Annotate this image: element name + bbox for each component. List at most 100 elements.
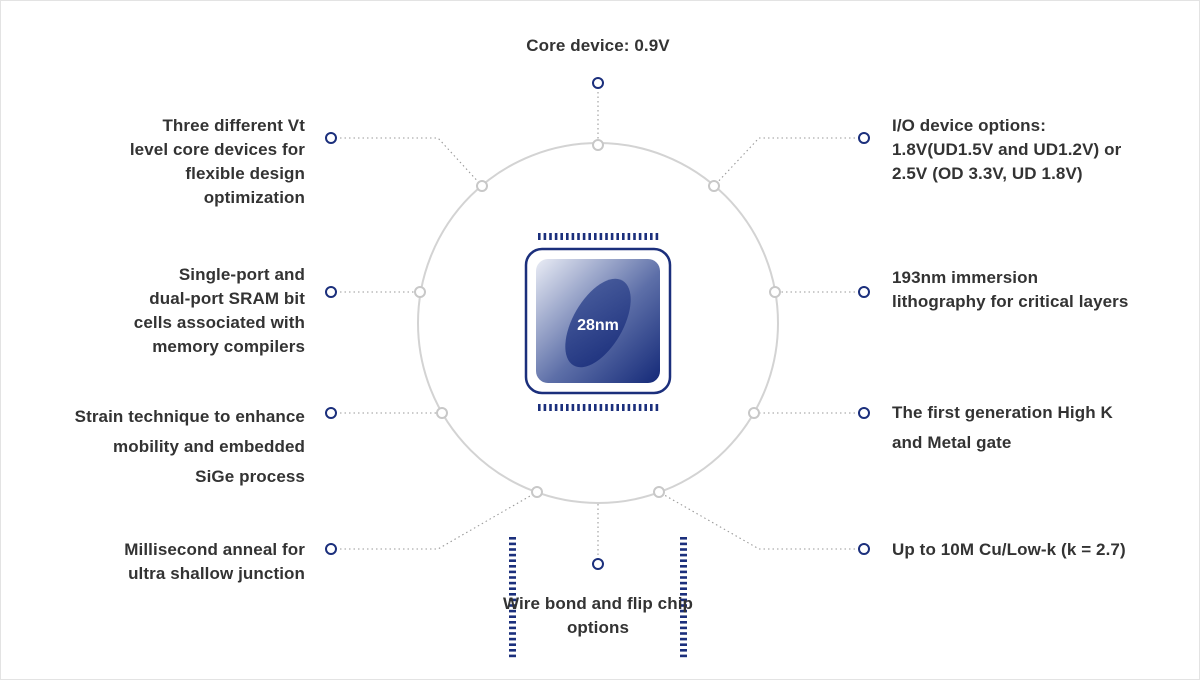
chip-pin-top: [554, 233, 558, 240]
feature-top-left-line: level core devices for: [129, 140, 305, 159]
feature-bottom-right: Up to 10M Cu/Low-k (k = 2.7): [892, 538, 1182, 562]
feature-lower-left-line: Strain technique to enhance: [74, 407, 305, 426]
chip-pin-right: [680, 587, 687, 590]
chip-pin-right: [680, 581, 687, 585]
feature-lower-right: The first generation High K and Metal ga…: [892, 398, 1182, 458]
chip-pin-left: [509, 570, 516, 574]
chip-pin-top: [588, 233, 591, 240]
chip-pin-left: [509, 649, 516, 652]
feature-top-line: Core device: 0.9V: [526, 36, 670, 55]
chip-pin-right: [680, 609, 687, 613]
ring-node-top-left: [476, 180, 488, 192]
chip-pin-left: [509, 581, 516, 585]
chip-pin-bottom: [622, 404, 625, 411]
chip-pin-top: [650, 233, 653, 240]
chip-pin-right: [680, 565, 687, 568]
chip-pin-top: [599, 233, 603, 240]
chip-pin-right: [680, 593, 687, 596]
feature-top-left-line: flexible design: [185, 164, 305, 183]
chip-pin-left: [509, 565, 516, 568]
feature-top: Core device: 0.9V: [448, 34, 748, 58]
feature-mid-right: 193nm immersion lithography for critical…: [892, 266, 1182, 314]
chip-pin-left: [509, 604, 516, 607]
marker-bottom-left: [325, 543, 337, 555]
chip-pin-top: [610, 233, 614, 240]
chip-pin-right: [680, 537, 687, 540]
ring-node-top: [592, 139, 604, 151]
chip-node-label: 28nm: [577, 317, 619, 334]
ring-node-top-right: [708, 180, 720, 192]
chip-pin-left: [509, 576, 516, 579]
chip-pin-top: [543, 233, 547, 240]
chip-pin-bottom: [571, 404, 575, 411]
chip-pin-right: [680, 548, 687, 551]
connector-lines: [331, 83, 864, 564]
feature-mid-right-line: 193nm immersion: [892, 268, 1039, 287]
feature-bottom: Wire bond and flip chip options: [448, 592, 748, 640]
connector-bottom-right: [658, 491, 864, 550]
feature-bottom-left-line: Millisecond anneal for: [124, 540, 305, 559]
chip-pin-right: [680, 598, 687, 602]
chip-pin-right: [680, 553, 687, 557]
chip-pin-bottom: [560, 404, 563, 411]
feature-top-right-line: 2.5V (OD 3.3V, UD 1.8V): [892, 164, 1083, 183]
chip-pin-right: [680, 604, 687, 607]
feature-top-left-line: Three different Vt: [162, 116, 305, 135]
ring-nodes: [414, 139, 781, 498]
feature-lower-right-line: and Metal gate: [892, 433, 1012, 452]
feature-bottom-left: Millisecond anneal for ultra shallow jun…: [41, 538, 305, 586]
feature-mid-left-line: dual-port SRAM bit: [149, 289, 305, 308]
chip-pin-left: [509, 654, 516, 658]
marker-bottom: [592, 558, 604, 570]
feature-mid-right-line: lithography for critical layers: [892, 292, 1129, 311]
chip-pin-top: [566, 233, 569, 240]
label-markers: [325, 77, 870, 570]
chip-pin-right: [680, 626, 687, 630]
chip-pin-left: [509, 626, 516, 630]
chip-pin-bottom: [538, 404, 541, 411]
marker-mid-left: [325, 286, 337, 298]
feature-lower-left: Strain technique to enhance mobility and…: [21, 402, 305, 492]
chip-pin-bottom: [554, 404, 558, 411]
chip-pin-bottom: [577, 404, 580, 411]
chip-pin-left: [509, 587, 516, 590]
ring-node-mid-left: [414, 286, 426, 298]
chip-pin-right: [680, 576, 687, 579]
chip-pin-right: [680, 632, 687, 635]
chip-pin-left: [509, 609, 516, 613]
chip-pin-bottom: [650, 404, 653, 411]
chip-pin-bottom: [594, 404, 597, 411]
chip-pins: [509, 233, 687, 658]
feature-lower-left-line: mobility and embedded: [113, 437, 305, 456]
connector-top-right: [713, 137, 864, 187]
chip-pin-bottom: [627, 404, 631, 411]
chip-pin-left: [509, 637, 516, 641]
chip-pin-top: [594, 233, 597, 240]
marker-bottom-right: [858, 543, 870, 555]
feature-top-left-line: optimization: [203, 188, 305, 207]
feature-bottom-line: Wire bond and flip chip: [502, 594, 694, 613]
feature-bottom-line: options: [566, 618, 630, 637]
marker-top-left: [325, 132, 337, 144]
feature-bottom-left-line: ultra shallow junction: [128, 564, 305, 583]
feature-lower-left-line: SiGe process: [195, 467, 305, 486]
chip-pin-left: [509, 632, 516, 635]
chip-pin-right: [680, 654, 687, 658]
feature-top-right-line: I/O device options:: [892, 116, 1046, 135]
feature-top-left: Three different Vt level core devices fo…: [41, 114, 305, 210]
chip-pin-left: [509, 621, 516, 624]
ring-node-mid-right: [769, 286, 781, 298]
chip-pin-bottom: [616, 404, 619, 411]
chip-pin-right: [680, 570, 687, 574]
chip-pin-top: [605, 233, 608, 240]
feature-mid-left-line: cells associated with: [133, 313, 305, 332]
chip-pin-bottom: [633, 404, 636, 411]
ring-node-lower-right: [748, 407, 760, 419]
chip-pin-top: [616, 233, 619, 240]
chip-pin-bottom: [638, 404, 642, 411]
chip-oval: [565, 278, 631, 368]
ring-node-bottom-right: [653, 486, 665, 498]
marker-mid-right: [858, 286, 870, 298]
chip-pin-bottom: [644, 404, 647, 411]
